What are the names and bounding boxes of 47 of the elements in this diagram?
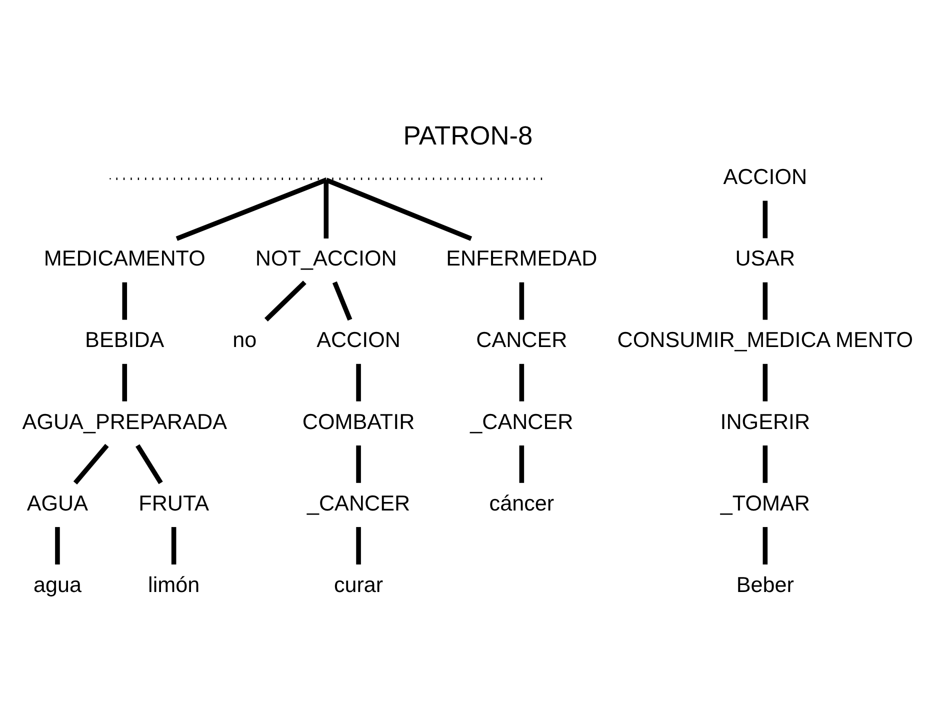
node-text: ACCION bbox=[723, 164, 808, 190]
node-text: CANCER bbox=[476, 327, 568, 352]
connector bbox=[762, 364, 768, 402]
node-text: no bbox=[232, 327, 257, 352]
connector bbox=[73, 444, 109, 484]
connector bbox=[356, 445, 361, 483]
connector bbox=[176, 178, 327, 241]
node-text: Beber bbox=[736, 572, 794, 597]
connector bbox=[122, 364, 128, 402]
connector bbox=[55, 527, 60, 564]
connector bbox=[324, 180, 329, 238]
node-text: ENFERMEDAD bbox=[446, 246, 598, 271]
connector bbox=[356, 364, 361, 402]
connector bbox=[762, 527, 768, 564]
node-text: CONSUMIR_MEDICA MENTO bbox=[617, 327, 914, 352]
node-text: BEBIDA bbox=[85, 327, 164, 352]
node-text: curar bbox=[334, 572, 384, 597]
connector bbox=[519, 445, 524, 483]
node-text: agua bbox=[33, 572, 82, 597]
connector bbox=[122, 282, 128, 320]
connector bbox=[356, 527, 361, 564]
node-text: MEDICAMENTO bbox=[44, 246, 206, 271]
connector bbox=[762, 445, 768, 483]
connector bbox=[264, 280, 306, 322]
connector bbox=[136, 444, 163, 484]
connector bbox=[171, 527, 176, 564]
connector bbox=[325, 178, 472, 241]
connector bbox=[332, 281, 352, 321]
node-text: ACCION bbox=[316, 327, 401, 352]
node-text: AGUA bbox=[26, 490, 88, 516]
node-text: limón bbox=[148, 572, 200, 597]
node-text: AGUA_PREPARADA bbox=[22, 408, 227, 434]
connector bbox=[762, 200, 768, 238]
node-text: _TOMAR bbox=[720, 490, 810, 516]
diagram-title: PATRON-8 bbox=[403, 120, 533, 151]
node-text: cáncer bbox=[489, 490, 554, 516]
node-text: NOT_ACCION bbox=[255, 246, 397, 271]
node-text: _CANCER bbox=[306, 490, 410, 516]
node-text: INGERIR bbox=[720, 408, 810, 434]
node-text: FRUTA bbox=[138, 490, 209, 516]
node-text: COMBATIR bbox=[302, 408, 415, 434]
node-text: _CANCER bbox=[470, 408, 574, 434]
connector bbox=[519, 364, 524, 402]
connector bbox=[519, 282, 524, 320]
node-bar bbox=[110, 178, 543, 180]
connector bbox=[762, 282, 768, 320]
node-text: USAR bbox=[735, 246, 796, 271]
